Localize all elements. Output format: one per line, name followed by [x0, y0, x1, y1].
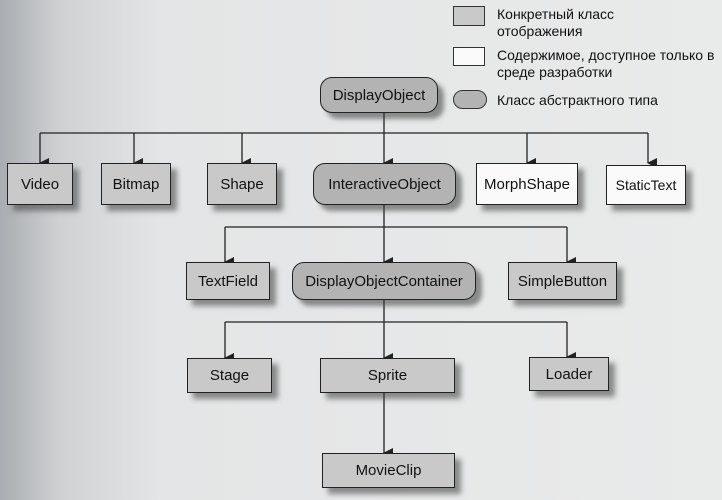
node-shape: Shape	[207, 163, 277, 205]
node-loader: Loader	[529, 357, 609, 391]
node-simple-button: SimpleButton	[508, 262, 617, 300]
node-video: Video	[7, 163, 73, 205]
legend-dev-only-swatch	[453, 47, 485, 66]
legend-concrete-label: Конкретный класс отображения	[497, 6, 615, 39]
legend-abstract-swatch	[453, 90, 487, 109]
node-stage: Stage	[187, 358, 272, 393]
node-sprite: Sprite	[320, 358, 455, 393]
node-text-field: TextField	[186, 262, 270, 300]
node-display-object: DisplayObject	[320, 77, 438, 113]
node-movie-clip: MovieClip	[322, 453, 455, 488]
node-interactive-object: InteractiveObject	[313, 163, 456, 205]
node-morph-shape: MorphShape	[476, 163, 578, 205]
node-bitmap: Bitmap	[101, 163, 171, 205]
legend-dev-only-label: Содержимое, доступное только в среде раз…	[497, 47, 715, 80]
node-static-text: StaticText	[606, 165, 686, 205]
legend-abstract-label: Класс абстрактного типа	[497, 92, 658, 108]
node-display-object-container: DisplayObjectContainer	[292, 262, 476, 300]
legend-concrete-swatch	[453, 6, 485, 26]
